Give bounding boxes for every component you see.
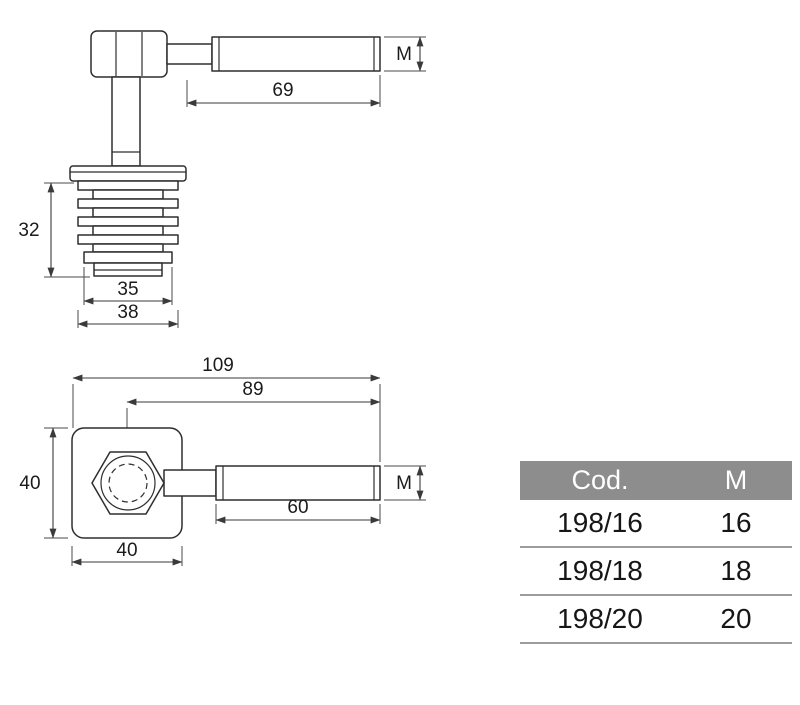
- dim-plate-width: 40: [71, 540, 183, 566]
- table-cell-code: 198/16: [557, 507, 643, 538]
- technical-drawing: 69 M 32 35 38: [18, 30, 426, 566]
- rod-front: [163, 465, 381, 501]
- table-row: 198/18 18: [520, 548, 792, 596]
- table-row: 198/20 20: [520, 596, 792, 644]
- dim-thread-size-top: M: [384, 36, 426, 72]
- hex-nut-front-icon: [91, 451, 165, 515]
- table-cell-m-value: 16: [720, 507, 752, 538]
- table-header-row: Cod. M: [520, 461, 792, 500]
- rod-shank-side: [166, 43, 213, 65]
- table-cell-code: 198/20: [557, 603, 643, 634]
- bolt-shaft-side: [111, 76, 141, 167]
- dim-label-plate-width: 40: [116, 540, 137, 561]
- table-header-m: M: [724, 465, 748, 495]
- dim-overall-length: 109: [72, 355, 381, 462]
- dim-label-body-length: 89: [242, 379, 263, 400]
- dim-plate-height: 40: [19, 427, 68, 539]
- dim-plug-width-inner: 35: [83, 267, 173, 305]
- dim-label-thread-size-top: M: [396, 44, 412, 65]
- table-cell-code: 198/18: [557, 555, 643, 586]
- ribbed-plug-side: [69, 165, 187, 277]
- dim-thread-size-bottom: M: [384, 465, 426, 501]
- dim-thread-length-top: 69: [186, 75, 381, 107]
- bottom-view: 109 89 M: [19, 355, 426, 566]
- table-header-cod: Cod.: [571, 465, 629, 495]
- dim-label-thread-length-top: 69: [272, 80, 293, 101]
- dim-plug-height: 32: [18, 182, 90, 278]
- dim-thread-length-bottom: 60: [215, 497, 381, 524]
- dim-label-thread-length-bottom: 60: [287, 497, 308, 518]
- table-cell-m-value: 18: [720, 555, 752, 586]
- dim-label-plate-height: 40: [19, 473, 40, 494]
- dim-label-plug-width-outer: 38: [117, 302, 138, 323]
- dim-label-plug-height: 32: [18, 220, 39, 241]
- dim-plug-width-outer: 38: [77, 302, 179, 328]
- hex-nut-body: [90, 30, 168, 78]
- dim-label-plug-width-inner: 35: [117, 279, 138, 300]
- dim-label-overall-length: 109: [202, 355, 234, 376]
- top-view: 69 M 32 35 38: [18, 30, 426, 328]
- dim-label-thread-size-bottom: M: [396, 473, 412, 494]
- hex-nut-side-icon: [90, 30, 168, 78]
- threaded-rod-side: [211, 36, 381, 72]
- table-row: 198/16 16: [520, 500, 792, 548]
- size-table: Cod. M 198/16 16 198/18 18 198/20 20: [520, 461, 792, 644]
- table-cell-m-value: 20: [720, 603, 752, 634]
